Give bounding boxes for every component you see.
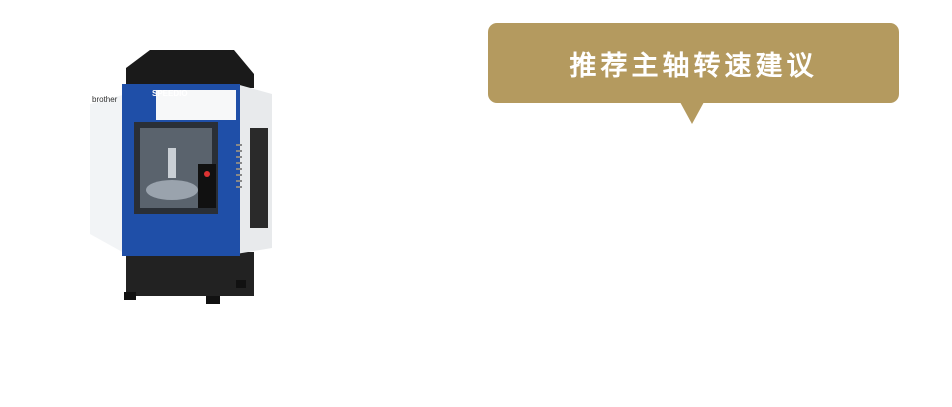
machine-base [126, 252, 254, 296]
speed-recommendation-callout: 推荐主轴转速建议 [488, 23, 899, 103]
machine-top-hood [126, 50, 254, 88]
cnc-machine-image: brother SPEEDIO [90, 50, 272, 304]
brand-label: brother [92, 95, 118, 104]
model-label: SPEEDIO [152, 89, 188, 98]
callout-pointer [680, 102, 704, 124]
callout-title: 推荐主轴转速建议 [569, 50, 818, 82]
